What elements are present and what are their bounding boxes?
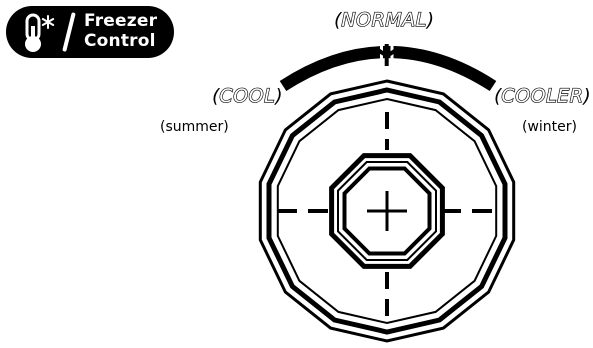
setting-label-cool: (COOL) [212,85,283,107]
setting-label-cooler: (COOLER) [494,85,591,107]
setting-label-normal: (NORMAL) [334,9,434,31]
season-note-winter: (winter) [522,119,577,135]
season-note-summer: (summer) [160,119,229,135]
center-plus-icon [367,191,407,231]
